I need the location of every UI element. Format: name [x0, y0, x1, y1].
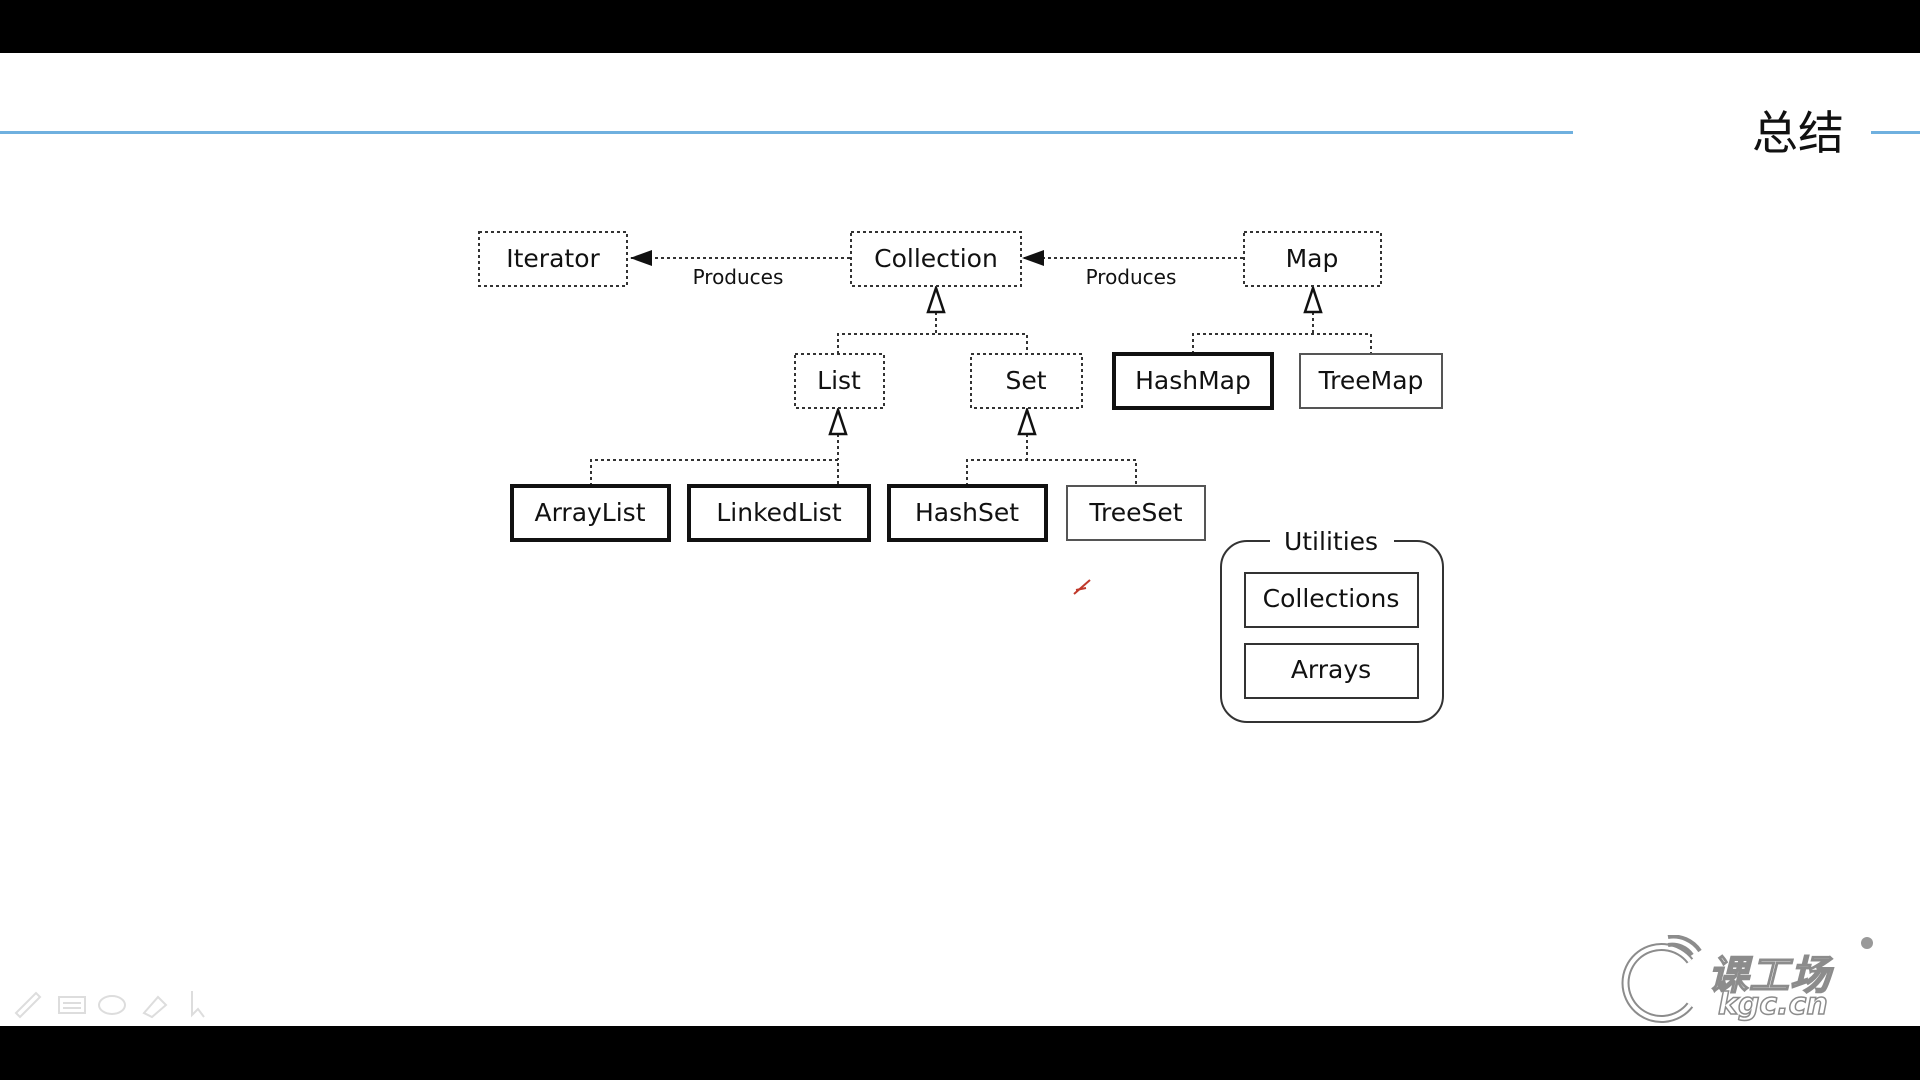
node-hashset-box — [887, 484, 1048, 542]
triangle-set — [1017, 406, 1037, 436]
node-iterator-box — [478, 231, 628, 287]
logo-name: 课工场 — [1707, 952, 1831, 1000]
utility-arrays-box — [1244, 643, 1419, 699]
produces-label-left: Produces — [693, 265, 784, 289]
node-treeset-label: TreeSet — [1088, 498, 1182, 527]
produces-label-right: Produces — [1086, 265, 1177, 289]
node-hashset-label: HashSet — [915, 498, 1019, 527]
node-set-box — [970, 353, 1083, 409]
triangle-collection — [926, 284, 946, 314]
node-hashmap-box — [1112, 352, 1274, 410]
title-rule-right — [1871, 131, 1920, 134]
node-treemap-box — [1299, 353, 1443, 409]
node-linkedlist-box — [687, 484, 871, 542]
node-treeset-box — [1066, 485, 1206, 541]
slide-title: 总结 — [1752, 106, 1844, 160]
utilities-label: Utilities — [1284, 527, 1378, 556]
utility-collections-box — [1244, 572, 1419, 628]
pen-icon[interactable] — [14, 991, 42, 1019]
utility-collections-label: Collections — [1263, 584, 1400, 613]
node-set-label: Set — [1005, 366, 1046, 395]
triangle-list — [828, 406, 848, 436]
node-collection-label: Collection — [874, 244, 998, 273]
slide: 总结 Produces Produces — [0, 53, 1920, 1026]
inheritance-triangles — [828, 284, 1323, 436]
title-rule-left — [0, 131, 1573, 134]
node-map-label: Map — [1286, 244, 1339, 273]
eraser-icon[interactable] — [142, 995, 168, 1019]
node-hashmap-label: HashMap — [1135, 366, 1251, 395]
node-list-label: List — [817, 366, 861, 395]
triangle-map — [1303, 284, 1323, 314]
highlighter-icon[interactable] — [98, 995, 126, 1015]
node-map-box — [1243, 231, 1382, 287]
pen-cursor-icon — [1073, 579, 1091, 595]
node-list-box — [794, 353, 885, 409]
produces-edge-collection-iterator — [630, 250, 850, 266]
logo-domain: kgc.cn — [1717, 986, 1828, 1023]
node-treemap-label: TreeMap — [1318, 366, 1424, 395]
node-collection-box — [850, 231, 1022, 287]
node-arraylist-label: ArrayList — [534, 498, 645, 527]
node-iterator-label: Iterator — [506, 244, 600, 273]
produces-edge-map-collection — [1022, 250, 1243, 266]
node-linkedlist-label: LinkedList — [716, 498, 841, 527]
keyboard-icon[interactable] — [58, 996, 86, 1014]
collection-hierarchy-diagram: Produces Produces — [478, 231, 1444, 723]
inheritance-connectors — [590, 312, 1372, 486]
utility-arrays-label: Arrays — [1291, 655, 1371, 684]
kgc-logo: 课工场 kgc.cn — [1618, 935, 1878, 1025]
node-arraylist-box — [510, 484, 671, 542]
annotation-toolbar — [14, 983, 214, 1026]
pointer-icon[interactable] — [191, 991, 205, 1018]
utilities-group: Utilities Collections Arrays — [1220, 527, 1444, 723]
